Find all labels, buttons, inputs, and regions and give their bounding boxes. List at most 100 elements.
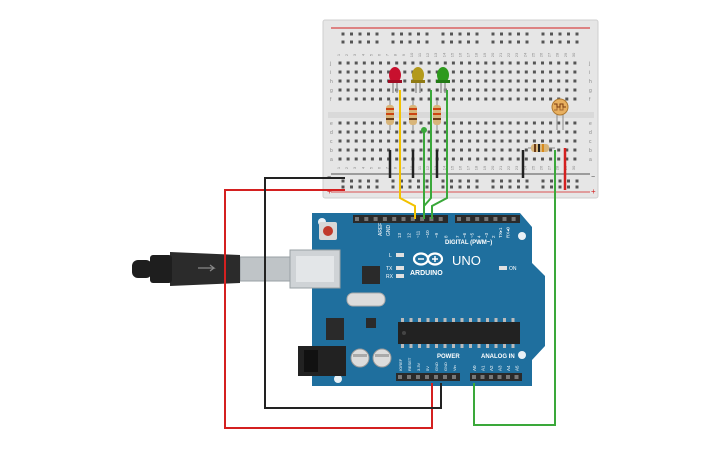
breadboard-hole[interactable] (516, 88, 520, 92)
breadboard-hole[interactable] (346, 79, 350, 83)
breadboard-hole[interactable] (419, 157, 423, 161)
breadboard-hole[interactable] (565, 121, 569, 125)
breadboard-hole[interactable] (346, 130, 350, 134)
breadboard-hole[interactable] (516, 61, 520, 65)
breadboard-hole[interactable] (565, 157, 569, 161)
rail-hole[interactable] (341, 185, 345, 189)
breadboard-hole[interactable] (541, 130, 544, 134)
breadboard-hole[interactable] (419, 88, 423, 92)
breadboard-hole[interactable] (443, 130, 447, 134)
breadboard-hole[interactable] (338, 70, 342, 74)
breadboard-hole[interactable] (573, 139, 577, 143)
wire-black-gnd[interactable] (264, 177, 442, 409)
breadboard-hole[interactable] (557, 61, 561, 65)
breadboard-hole[interactable] (362, 97, 366, 101)
breadboard-hole[interactable] (460, 79, 463, 83)
resistor-red[interactable] (386, 100, 394, 130)
breadboard-hole[interactable] (451, 148, 455, 152)
breadboard-hole[interactable] (492, 157, 496, 161)
breadboard-hole[interactable] (346, 148, 350, 152)
breadboard-hole[interactable] (500, 70, 504, 74)
header-hole[interactable] (506, 375, 510, 379)
rail-hole[interactable] (350, 185, 353, 189)
breadboard-hole[interactable] (427, 157, 431, 161)
breadboard-hole[interactable] (403, 79, 407, 83)
breadboard-hole[interactable] (354, 157, 358, 161)
rail-hole[interactable] (341, 32, 345, 36)
breadboard-hole[interactable] (484, 139, 488, 143)
breadboard-hole[interactable] (354, 97, 358, 101)
breadboard-hole[interactable] (500, 61, 504, 65)
breadboard-hole[interactable] (403, 130, 407, 134)
rail-hole[interactable] (491, 179, 495, 183)
breadboard-hole[interactable] (492, 148, 496, 152)
breadboard-hole[interactable] (484, 148, 488, 152)
rail-hole[interactable] (517, 40, 520, 44)
breadboard-hole[interactable] (451, 88, 455, 92)
header-hole[interactable] (452, 375, 456, 379)
breadboard-hole[interactable] (484, 79, 488, 83)
breadboard-hole[interactable] (557, 148, 561, 152)
breadboard-hole[interactable] (451, 139, 455, 143)
breadboard-hole[interactable] (508, 61, 512, 65)
rail-hole[interactable] (417, 179, 420, 183)
breadboard-hole[interactable] (492, 97, 496, 101)
breadboard-hole[interactable] (541, 139, 544, 143)
breadboard-hole[interactable] (532, 70, 536, 74)
breadboard-hole[interactable] (387, 148, 391, 152)
rail-hole[interactable] (417, 185, 420, 189)
wire-green-green-led[interactable] (431, 90, 448, 219)
bottom-pin-holes[interactable] (398, 375, 519, 379)
breadboard-hole[interactable] (370, 97, 374, 101)
breadboard-hole[interactable] (419, 130, 423, 134)
breadboard-hole[interactable] (468, 70, 472, 74)
breadboard-hole[interactable] (476, 139, 480, 143)
breadboard-hole[interactable] (370, 121, 374, 125)
breadboard-hole[interactable] (362, 61, 366, 65)
breadboard-hole[interactable] (338, 139, 342, 143)
breadboard-hole[interactable] (541, 61, 544, 65)
breadboard-hole[interactable] (338, 88, 342, 92)
breadboard-hole[interactable] (346, 70, 350, 74)
breadboard-hole[interactable] (443, 157, 447, 161)
breadboard-hole[interactable] (370, 70, 374, 74)
breadboard-hole[interactable] (549, 88, 553, 92)
breadboard-hole[interactable] (370, 139, 374, 143)
rail-hole[interactable] (467, 32, 470, 36)
breadboard-hole[interactable] (516, 148, 520, 152)
breadboard-hole[interactable] (549, 61, 553, 65)
breadboard-hole[interactable] (524, 88, 528, 92)
breadboard-hole[interactable] (451, 130, 455, 134)
breadboard-hole[interactable] (403, 148, 407, 152)
breadboard-hole[interactable] (395, 157, 399, 161)
breadboard-hole[interactable] (468, 88, 472, 92)
rail-hole[interactable] (391, 185, 395, 189)
breadboard-hole[interactable] (557, 88, 561, 92)
breadboard-hole[interactable] (516, 121, 520, 125)
breadboard-hole[interactable] (346, 121, 350, 125)
rail-hole[interactable] (400, 40, 403, 44)
breadboard-hole[interactable] (476, 121, 480, 125)
header-hole[interactable] (497, 375, 502, 379)
breadboard-hole[interactable] (468, 61, 472, 65)
wire-junction[interactable] (421, 127, 427, 133)
photoresistor[interactable] (551, 98, 569, 130)
header-hole[interactable] (355, 217, 359, 221)
breadboard-hole[interactable] (362, 70, 366, 74)
breadboard-hole[interactable] (411, 139, 415, 143)
breadboard-hole[interactable] (362, 79, 366, 83)
breadboard-hole[interactable] (419, 121, 423, 125)
breadboard-hole[interactable] (484, 157, 488, 161)
breadboard-hole[interactable] (354, 61, 358, 65)
breadboard-hole[interactable] (524, 121, 528, 125)
breadboard-hole[interactable] (387, 88, 391, 92)
breadboard-hole[interactable] (354, 70, 358, 74)
breadboard-hole[interactable] (524, 97, 528, 101)
header-hole[interactable] (475, 217, 480, 221)
header-hole[interactable] (364, 217, 369, 221)
breadboard-hole[interactable] (468, 121, 472, 125)
breadboard-hole[interactable] (460, 88, 463, 92)
rail-hole[interactable] (408, 179, 412, 183)
rail-hole[interactable] (541, 185, 545, 189)
breadboard-hole[interactable] (476, 130, 480, 134)
